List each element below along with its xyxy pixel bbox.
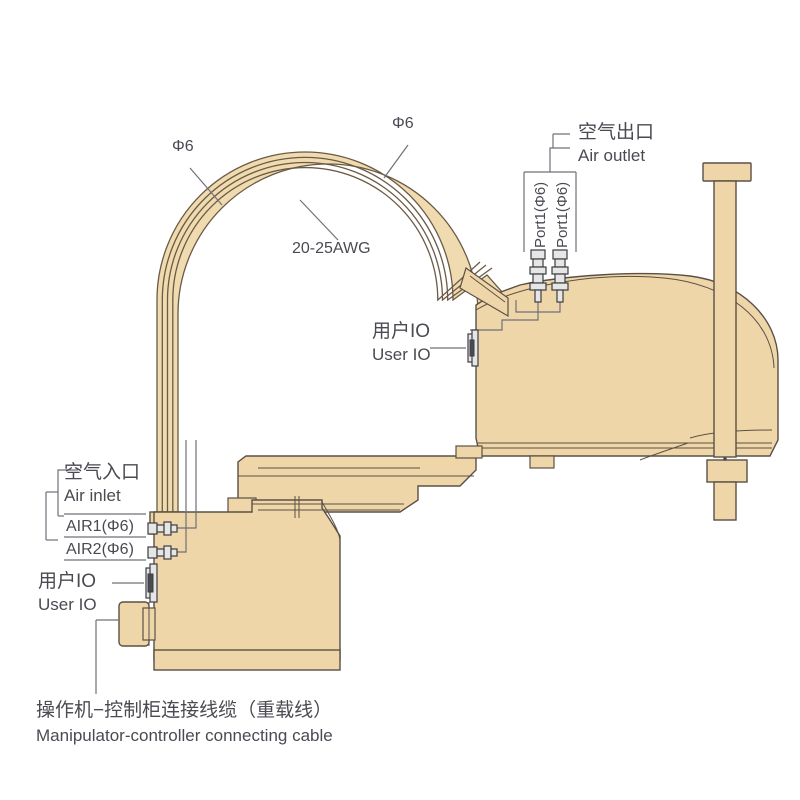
air-outlet-leader (523, 133, 577, 252)
air-outlet-fittings (470, 249, 569, 331)
label-connecting-cable-cn: 操作机−控制柜连接线缆（重载线） (36, 700, 333, 721)
spline-shaft (702, 162, 752, 521)
label-wire-gauge: 20-25AWG (292, 240, 371, 257)
label-user-io-upper-en: User IO (372, 345, 431, 364)
air-inlet-leader (45, 469, 146, 561)
label-user-io-lower-cn: 用户IO (38, 571, 97, 592)
label-connecting-cable-en: Manipulator-controller connecting cable (36, 726, 333, 745)
label-air-inlet-cn: 空气入口 (64, 462, 141, 483)
user-io-connector-lower (112, 563, 158, 603)
label-air-outlet-en: Air outlet (578, 146, 646, 165)
robot-base (153, 496, 404, 671)
label-air-inlet-en: Air inlet (64, 486, 121, 505)
label-air-outlet-port-2: Port1(Φ6) (554, 181, 571, 248)
label-air-outlet-port-1: Port1(Φ6) (532, 181, 549, 248)
label-cable-diameter-left: Φ6 (172, 138, 194, 155)
label-user-io-upper-cn: 用户IO (372, 321, 431, 342)
label-air-outlet-cn: 空气出口 (578, 122, 655, 143)
heavy-duty-connector (95, 601, 156, 694)
label-air-inlet-port-2: AIR2(Φ6) (66, 541, 134, 558)
air-inlet-fitting-1 (147, 521, 178, 536)
user-io-connector-upper (430, 329, 479, 367)
label-cable-diameter-top: Φ6 (392, 115, 414, 132)
air-outlet-fitting-1 (529, 249, 547, 303)
label-air-inlet-port-1: AIR1(Φ6) (66, 518, 134, 535)
label-user-io-lower-en: User IO (38, 595, 97, 614)
air-inlet-fitting-2 (147, 545, 178, 560)
cable-entry-plate (459, 267, 509, 318)
air-inlet-fittings (147, 440, 197, 560)
air-outlet-fitting-2 (551, 249, 569, 303)
callout-leaders (189, 144, 409, 241)
